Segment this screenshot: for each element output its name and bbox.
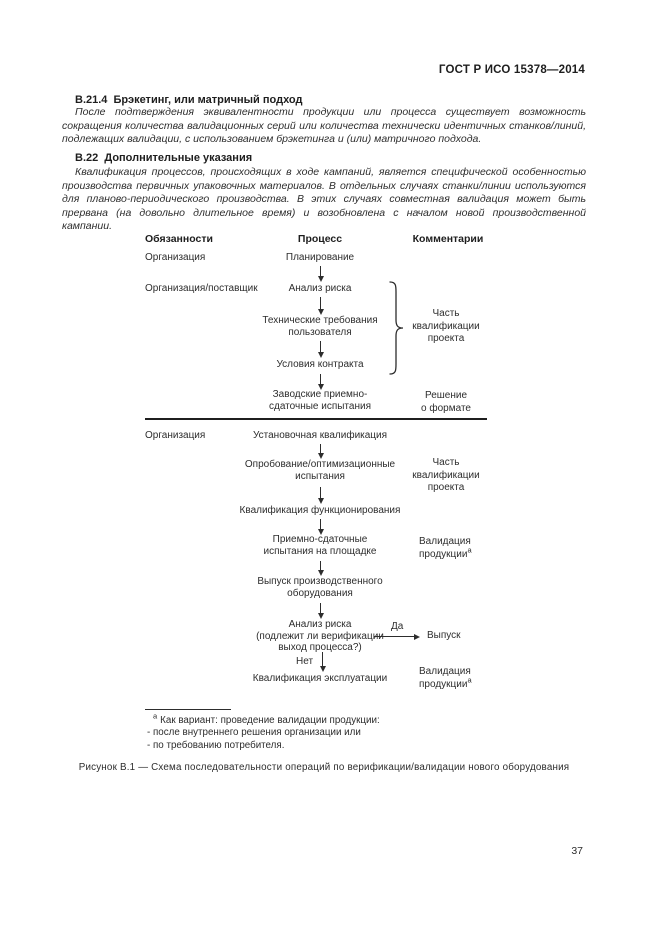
grouping-brace-icon [389,281,404,375]
comment-format-decision: Решение о формате [421,390,471,414]
comment-product-validation-1: Валидация продукцииа [419,535,472,561]
arrow-down-icon [317,266,324,282]
figure-caption: Рисунок В.1 — Схема последовательности о… [78,762,570,773]
column-header-comments: Комментарии [412,233,484,245]
node-factory-acceptance-tests: Заводские приемно- сдаточные испытания [269,389,371,412]
branch-label-no: Нет [296,656,314,667]
paragraph-b22: Квалификация процессов, происходящих в х… [62,166,586,232]
node-risk-analysis-1: Анализ риска [288,283,352,294]
comment-product-validation-2: Валидация продукцииа [419,665,472,691]
comment-design-qualification-2: Часть квалификации проекта [412,457,480,493]
responsibility-organization-2: Организация [145,430,206,441]
branch-label-yes: Да [391,621,404,632]
node-release: Выпуск [427,630,461,641]
phase-divider-line [145,418,487,420]
standard-number: ГОСТ Р ИСО 15378—2014 [438,64,585,76]
comment-text: Валидация продукции [419,666,471,690]
node-operational-qualification: Квалификация функционирования [239,505,401,516]
arrow-down-icon [317,374,324,390]
arrow-down-icon [317,487,324,504]
node-user-technical-requirements: Технические требования пользователя [262,315,378,338]
footnote-line-3: - по требованию потребителя. [147,739,285,751]
footnote-marker: а [467,675,472,685]
comment-design-qualification-1: Часть квалификации проекта [412,308,480,344]
arrow-down-icon [317,341,324,358]
node-production-equipment-release: Выпуск производственного оборудования [257,576,383,599]
arrow-down-icon [317,519,324,535]
responsibility-organization-supplier: Организация/поставщик [145,283,258,294]
arrow-down-icon [317,561,324,576]
footnote-line-2: - после внутреннего решения организации … [147,727,361,739]
arrow-down-icon [317,603,324,619]
node-installation-qualification: Установочная квалификация [252,430,388,441]
node-planning: Планирование [285,252,355,263]
section-heading-b22: В.22 Дополнительные указания [75,152,253,164]
node-risk-analysis-2: Анализ риска (подлежит ли верификации вы… [256,619,384,653]
page-number: 37 [571,845,583,857]
footnote-marker: а [467,545,472,555]
arrow-down-icon [317,297,324,315]
section-heading-b21-4: В.21.4 Брэкетинг, или матричный подход [75,94,303,106]
arrow-right-yes-icon [374,633,420,640]
node-site-acceptance-tests: Приемно-сдаточные испытания на площадке [263,534,377,557]
footnote-text: Как вариант: проведение валидации продук… [160,715,380,726]
responsibility-organization-1: Организация [145,252,206,263]
arrow-down-no-icon [319,652,326,672]
column-header-process: Процесс [297,233,343,245]
comment-text: Валидация продукции [419,536,471,560]
footnote-rule [145,709,231,710]
node-performance-qualification: Квалификация эксплуатации [252,673,388,684]
footnote-marker: а [153,711,158,721]
column-header-responsibilities: Обязанности [145,233,213,245]
paragraph-b21-4: После подтверждения эквивалентности прод… [62,106,586,145]
arrow-down-icon [317,444,324,459]
node-trial-optimization-tests: Опробование/оптимизационные испытания [244,459,396,482]
node-contract-terms: Условия контракта [276,359,364,370]
